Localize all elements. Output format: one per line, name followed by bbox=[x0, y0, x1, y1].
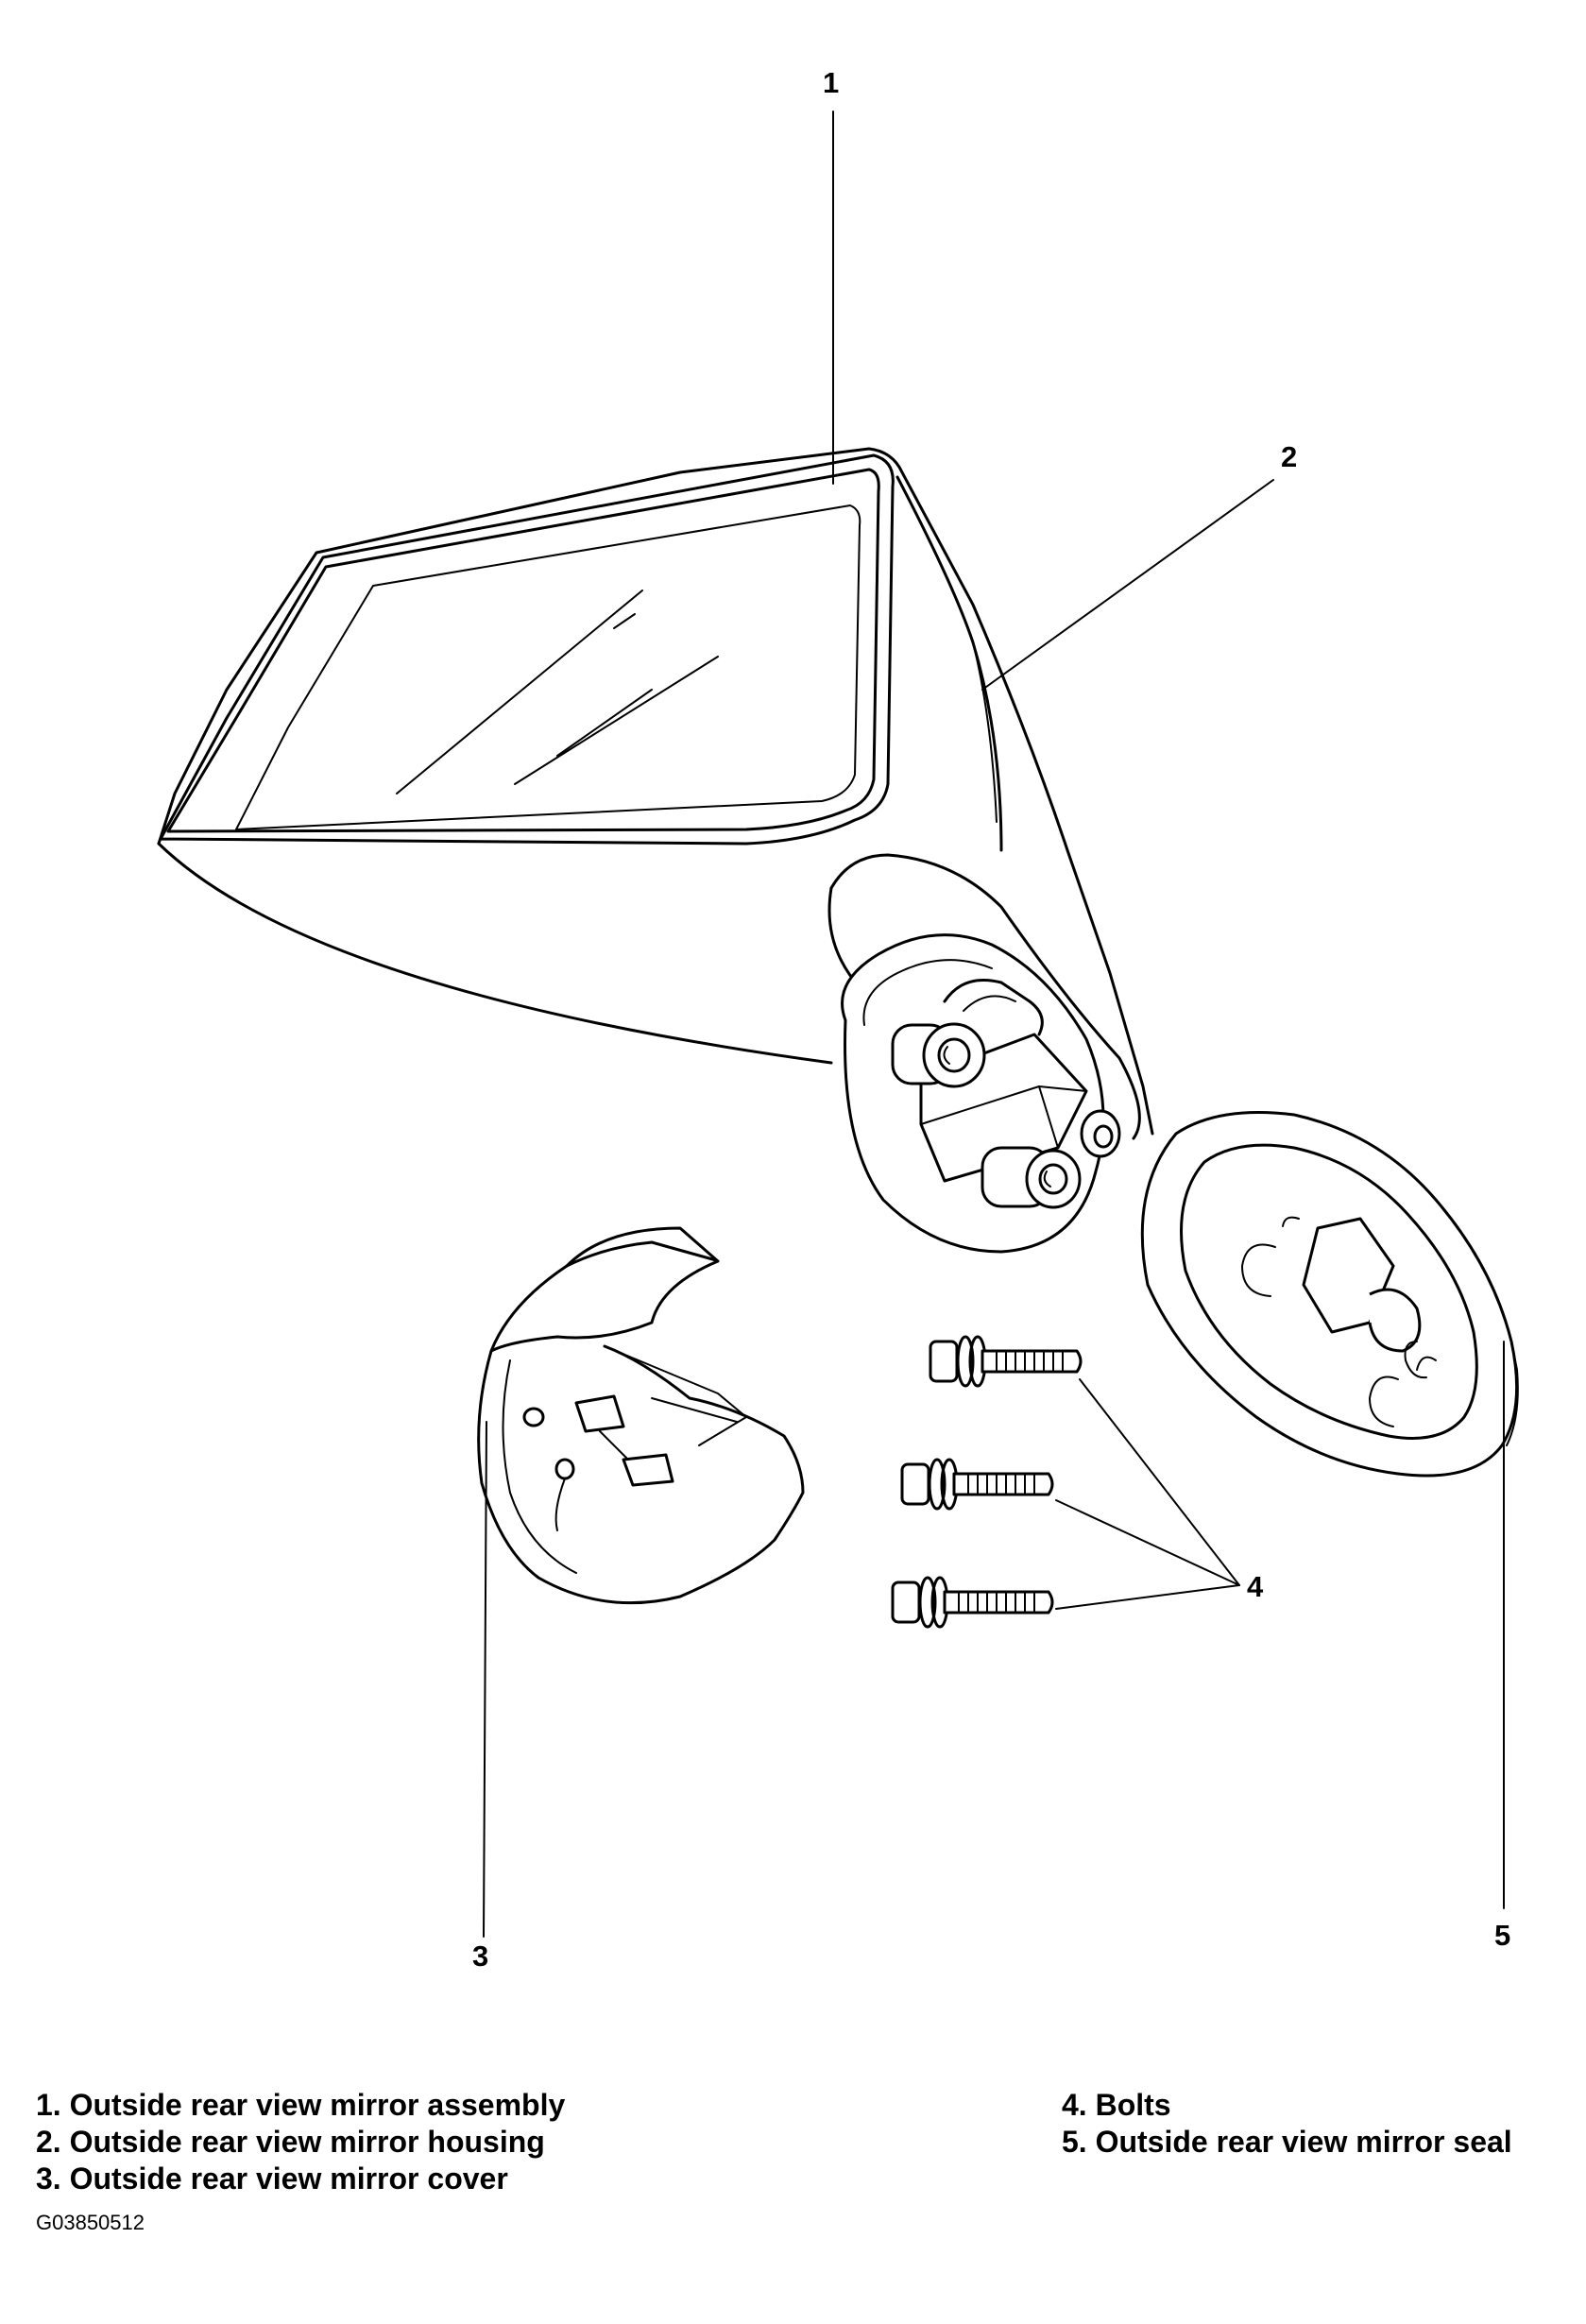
legend-item-4: 4. Bolts bbox=[1062, 2088, 1171, 2122]
figure-code: G03850512 bbox=[36, 2211, 145, 2234]
leader-line-4a bbox=[1079, 1378, 1240, 1586]
leader-line-3 bbox=[483, 1421, 487, 1938]
legend-item-3: 3. Outside rear view mirror cover bbox=[36, 2162, 508, 2196]
bolt-bottom bbox=[891, 1576, 1054, 1629]
mirror-cover-drawing bbox=[477, 1226, 805, 1605]
callout-3: 3 bbox=[472, 1940, 489, 1973]
callout-1: 1 bbox=[823, 66, 840, 99]
mirror-seal-drawing bbox=[1140, 1111, 1519, 1478]
callout-4: 4 bbox=[1247, 1570, 1264, 1603]
leader-line-2 bbox=[981, 479, 1274, 691]
leader-lines bbox=[483, 111, 1505, 1938]
callout-5: 5 bbox=[1494, 1919, 1511, 1952]
legend-item-5: 5. Outside rear view mirror seal bbox=[1062, 2125, 1512, 2159]
leader-line-4c bbox=[1055, 1584, 1240, 1610]
leader-line-4b bbox=[1055, 1499, 1240, 1586]
bolts-drawing bbox=[891, 1335, 1083, 1629]
legend-item-2: 2. Outside rear view mirror housing bbox=[36, 2125, 545, 2159]
mirror-assembly-drawing bbox=[157, 447, 1154, 1254]
bolt-middle bbox=[900, 1458, 1054, 1511]
legend-item-1: 1. Outside rear view mirror assembly bbox=[36, 2088, 566, 2122]
callout-2: 2 bbox=[1281, 440, 1298, 473]
bolt-top bbox=[929, 1335, 1083, 1388]
